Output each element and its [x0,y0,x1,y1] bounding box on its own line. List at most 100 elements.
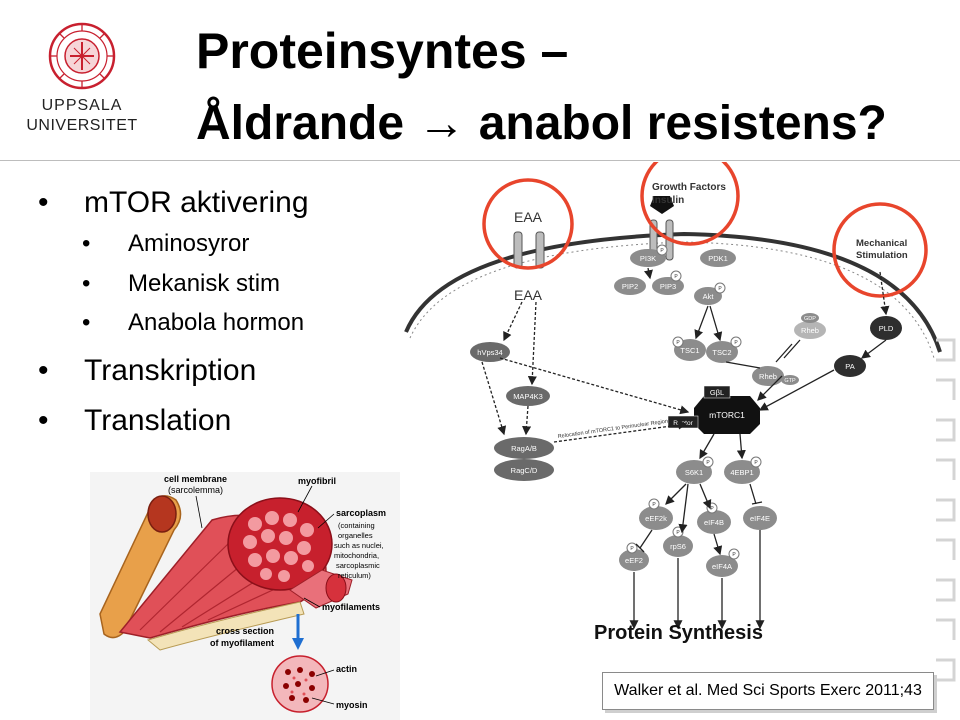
label-protein-synthesis: Protein Synthesis [594,622,763,644]
slide-title-line2: Åldrande → anabol resistens? [196,97,887,150]
growth-factor-ligand-icon [650,196,674,214]
label-myosin: myosin [336,700,368,710]
phospho-label: P [676,340,680,346]
label-stimulation: Stimulation [856,250,908,261]
node-eef2k [639,506,673,530]
phospho-label: P [718,286,722,292]
node-ragc [494,459,554,481]
label-sarcolemma: (sarcolemma) [168,485,223,495]
bullet-dot-icon: • [38,354,49,387]
phospho-label: P [676,530,680,536]
uppsala-university-logo: UPPSALA UNIVERSITET [26,22,137,134]
label-rheb-gdp: Rheb [801,326,819,335]
label-gtp: GTP [784,378,796,384]
label-gbl: GβL [710,388,724,397]
label-growth-factors: Growth Factors [652,182,726,193]
label-eef2: eEF2 [625,556,643,565]
bullet-text: Transkription [84,354,257,387]
label-gdp: GDP [804,316,816,322]
label-hvps34: hVps34 [477,348,502,357]
bullet-text: mTOR aktivering [84,186,309,219]
label-eef2k: eEF2k [645,514,667,523]
node-raga [494,437,554,459]
citation-box: Walker et al. Med Sci Sports Exerc 2011;… [602,672,934,710]
logo-line1: UPPSALA [42,97,123,114]
label-eif4e: eIF4E [750,514,770,523]
highlight-growth-factors [640,162,740,246]
label-akt: Akt [703,292,715,301]
label-actin: actin [336,664,357,674]
subbullet-aminosyror: •Aminosyror [82,230,249,258]
label-pld: PLD [879,324,894,333]
node-eif4e [743,506,777,530]
node-pi3k [630,249,666,267]
phospho-label: P [754,460,758,466]
label-pa: PA [845,362,854,371]
logo-line2: UNIVERSITET [26,117,137,134]
label-sarcoplasm-desc-0: (containing [338,521,375,530]
subbullet-text: Mekanisk stim [128,270,281,297]
phospho-label: P [734,340,738,346]
phospho-label: P [710,506,714,512]
node-rheb-gdp [794,321,826,339]
node-rps6 [663,535,693,557]
subbullet-anabola: • Anabola hormon [82,309,305,337]
label-raptor: Raptor [673,420,693,427]
label-sarcoplasm-desc-5: reticulum) [338,571,371,580]
label-pip2: PIP2 [622,282,638,291]
label-eaa-top: EAA [514,209,543,225]
fiber-cut-end [147,495,177,533]
label-eif4a: eIF4A [712,562,732,571]
label-of-myofilament: of myofilament [210,638,274,648]
label-map4k3: MAP4K3 [513,392,543,401]
phospho-label: P [652,502,656,508]
phospho-label: P [706,460,710,466]
bullet-mtor: • mTOR aktivering [38,186,309,220]
node-tsc2 [706,341,738,363]
node-map4k3 [506,386,550,406]
highlight-eaa [482,178,574,270]
label-sarcoplasm-desc-4: sarcoplasmic [336,561,380,570]
bullet-dot-icon: • [38,186,49,219]
node-hvps34 [470,342,510,362]
label-cell-membrane: cell membrane [164,474,227,484]
label-rps6: rpS6 [670,542,686,551]
subbullet-mekanisk: • Mekanisk stim [82,270,281,298]
node-akt [694,287,722,305]
label-ragc: RagC/D [511,466,538,475]
university-seal-icon [48,22,116,90]
label-rheb-gtp: Rheb [759,372,777,381]
label-insulin: Insulin [652,195,684,206]
label-sarcoplasm: sarcoplasm [336,508,386,518]
bullet-dot-icon: • [82,270,91,297]
phospho-label: P [732,552,736,558]
bullet-text: Translation [84,404,232,437]
highlight-mechanical [832,202,928,298]
node-eif4b [697,510,731,534]
label-cross-section: cross section [216,626,274,636]
node-eef2 [619,549,649,571]
label-mechanical: Mechanical [856,238,907,249]
phospho-label: P [630,546,634,552]
label-mtorc1: mTORC1 [709,410,745,420]
node-mtorc1 [694,396,760,434]
bullet-dot-icon: • [82,309,91,336]
node-s6k1 [676,460,712,484]
label-sarcoplasm-desc-1: organelles [338,531,373,540]
bullet-translation: •Translation [38,404,232,438]
node-rheb-gtp [752,366,784,386]
node-eif4a [706,555,738,577]
label-relocation: Relocation of mTORC1 to Perinuclear Regi… [557,419,668,440]
label-raga: RagA/B [511,444,537,453]
label-pdk1: PDK1 [708,254,728,263]
phospho-label: P [660,248,664,254]
label-eaa-bottom: EAA [514,287,543,303]
node-pa [834,355,866,377]
label-eif4b: eIF4B [704,518,724,527]
label-pip3: PIP3 [660,282,676,291]
decorative-side-pattern [936,338,956,682]
eaa-transporters [513,231,545,269]
node-pld [870,316,902,340]
subbullet-text: Anabola hormon [128,309,305,336]
